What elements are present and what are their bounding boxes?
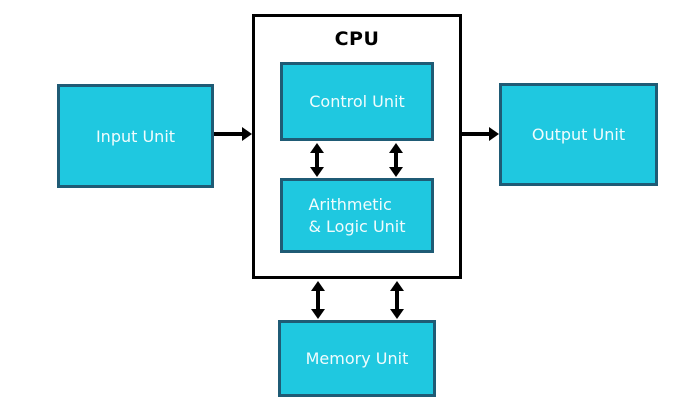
arrow-cpu-to-output-icon [462,127,499,141]
control-unit-box: Control Unit [280,62,434,141]
arrow-input-to-cpu-icon [214,127,252,141]
arrow-shaft [316,289,320,311]
arrow-head-down-icon [390,309,404,319]
arrow-head-down-icon [311,309,325,319]
memory-unit-box: Memory Unit [278,320,436,397]
arrow-cpu-memory-left-icon [311,281,325,319]
alu-box: Arithmetic & Logic Unit [280,178,434,253]
arrow-head-up-icon [311,281,325,291]
arrow-shaft [214,132,244,136]
memory-unit-label: Memory Unit [305,349,409,368]
arrow-head-down-icon [389,167,403,177]
arrow-head-up-icon [389,143,403,153]
alu-label: Arithmetic & Logic Unit [308,194,405,238]
arrow-head-right-icon [242,127,252,141]
arrow-control-alu-left-icon [310,143,324,177]
input-unit-box: Input Unit [57,84,214,188]
arrow-shaft [395,289,399,311]
arrow-head-down-icon [310,167,324,177]
cpu-title: CPU [334,28,380,50]
arrow-control-alu-right-icon [389,143,403,177]
input-unit-label: Input Unit [95,126,176,146]
alu-label-line1: Arithmetic [308,194,392,214]
output-unit-label: Output Unit [531,125,626,144]
arrow-shaft [394,151,398,169]
arrow-shaft [462,132,491,136]
alu-label-line2: & Logic Unit [308,216,406,236]
output-unit-box: Output Unit [499,83,658,186]
arrow-head-up-icon [390,281,404,291]
arrow-head-up-icon [310,143,324,153]
arrow-shaft [315,151,319,169]
arrow-head-right-icon [489,127,499,141]
control-unit-label: Control Unit [309,92,405,111]
arrow-cpu-memory-right-icon [390,281,404,319]
